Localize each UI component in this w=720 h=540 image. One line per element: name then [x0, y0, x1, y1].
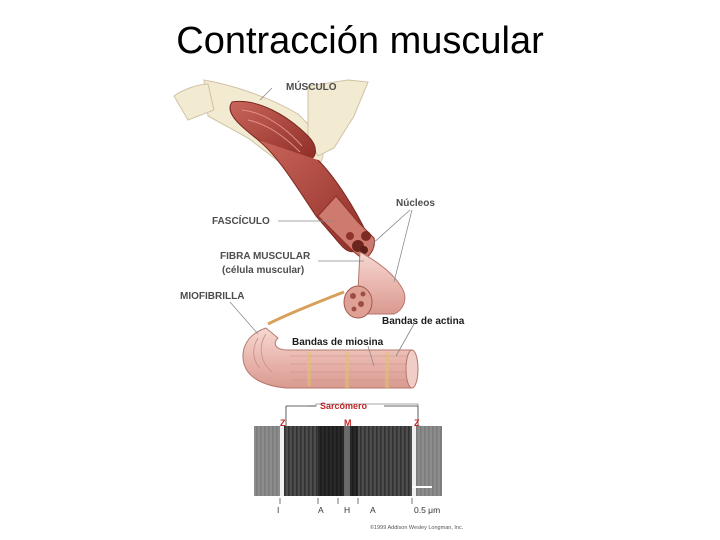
label-nucleos: Núcleos [396, 198, 435, 209]
label-fibra-muscular: FIBRA MUSCULAR [220, 251, 311, 262]
muscle-fiber [343, 251, 406, 319]
slide-title: Contracción muscular [176, 20, 544, 62]
scale-bar-label: 0.5 μm [414, 505, 441, 515]
myofibril-tube [242, 327, 419, 389]
label-m: M [344, 418, 352, 428]
myofibril-strand [267, 290, 345, 326]
muscle-anatomy-figure: MÚSCULO Núcleos FASCÍCULO FIBRA MUSCULAR… [168, 76, 498, 540]
label-celula-muscular: (célula muscular) [222, 265, 305, 276]
label-musculo: MÚSCULO [286, 82, 337, 93]
leader-lines [229, 87, 419, 407]
copyright-text: ©1999 Addison Wesley Longman, Inc. [370, 525, 464, 531]
sarcomere-micrograph [254, 426, 442, 504]
label-band-h: H [344, 505, 351, 515]
label-bandas-miosina: Bandas de miosina [292, 337, 384, 348]
label-band-a-left: A [318, 505, 324, 515]
label-miofibrilla: MIOFIBRILLA [180, 291, 245, 302]
label-sarcomero: Sarcómero [320, 401, 368, 411]
fascicle-bundle [317, 195, 375, 261]
label-band-i: I [277, 505, 280, 515]
label-z-left: Z [280, 418, 286, 428]
sarcomere-bracket [285, 405, 419, 428]
label-bandas-actina: Bandas de actina [382, 316, 465, 327]
muscle-illustration [173, 79, 442, 504]
label-z-right: Z [414, 418, 420, 428]
label-fasciculo: FASCÍCULO [212, 216, 270, 227]
label-band-a-right: A [370, 505, 376, 515]
